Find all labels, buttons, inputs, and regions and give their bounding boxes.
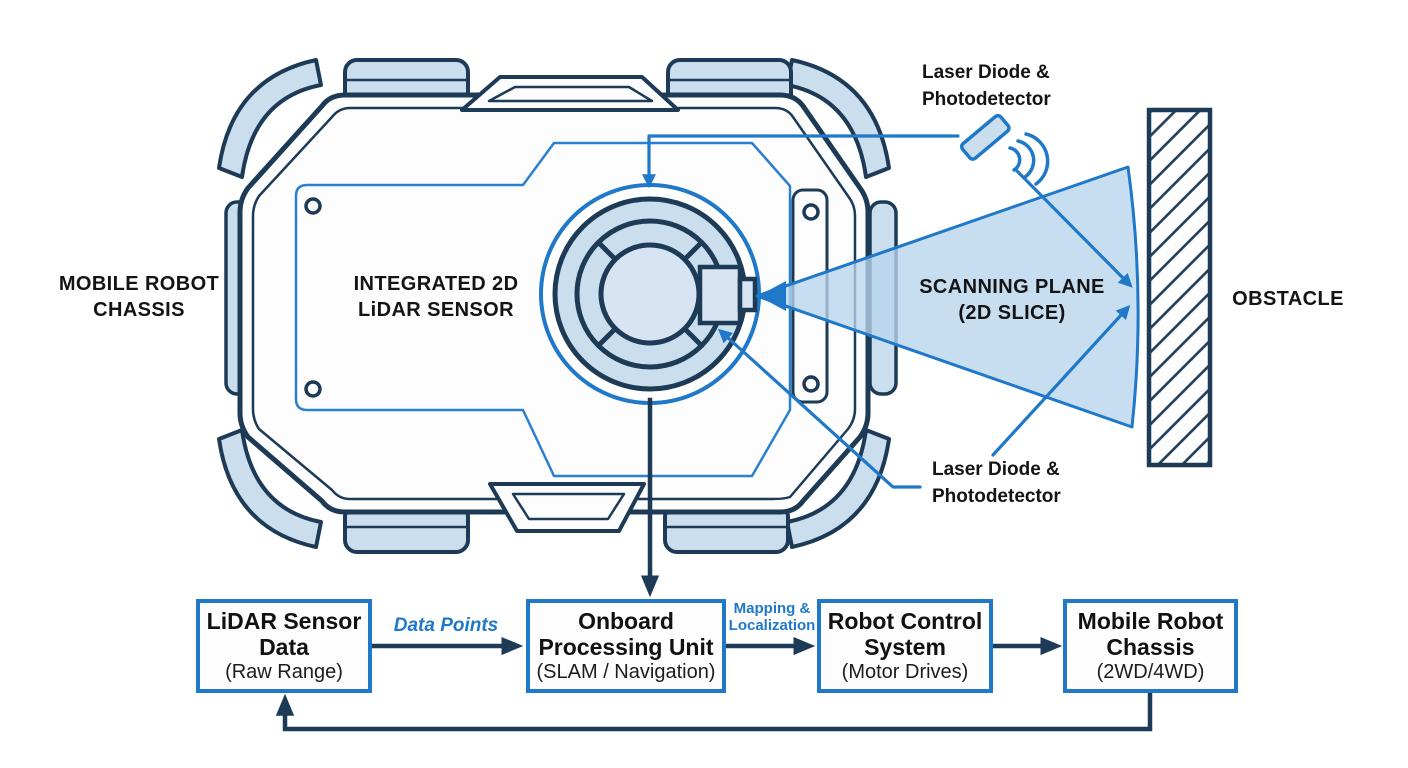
inner-panel-outline: [294, 141, 792, 478]
flow-box-title: Onboard Processing Unit: [538, 608, 713, 660]
flow-box-title-line2: Chassis: [1106, 634, 1195, 660]
obstacle-wall: [1146, 107, 1213, 468]
corner-bumper-bottom-left: [217, 428, 323, 549]
flow-box-title-line1: Onboard: [578, 608, 674, 634]
sensor-label-line1: INTEGRATED 2D: [353, 273, 519, 295]
flow-box-mobile-robot-chassis: Mobile Robot Chassis (2WD/4WD): [1063, 599, 1238, 693]
laser-module: [697, 264, 758, 326]
sensor-ring-dividers: [595, 239, 705, 349]
scanning-plane-label-line2: (2D SLICE): [958, 302, 1066, 324]
annotation-lines: [642, 134, 1133, 489]
bottom-hatch: [488, 482, 646, 533]
chassis-inner-outline: [251, 106, 857, 501]
flow-box-title: LiDAR Sensor Data: [207, 608, 362, 660]
data-points-label: Data Points: [393, 615, 499, 636]
flow-box-title: Robot Control System: [828, 608, 983, 660]
flow-box-title-line1: Robot Control: [827, 608, 983, 634]
bottom-leader-arrow: [717, 328, 922, 489]
return-beam-arrowhead: [758, 281, 786, 311]
flow-box-title-line2: Data: [259, 634, 309, 660]
laser-diode-icon: [959, 113, 1011, 161]
flow-box-title-line2: System: [864, 634, 946, 660]
laser-diode-label-top-line2: Photodetector: [922, 89, 1051, 110]
laser-diode-label-top-line1: Laser Diode &: [922, 62, 1050, 83]
laser-diode-label-bottom: Laser Diode & Photodetector: [932, 456, 1061, 510]
flow-box-title-line2: Processing Unit: [538, 634, 714, 660]
laser-diode-label-bottom-line1: Laser Diode &: [932, 459, 1060, 480]
chassis-label-line1: MOBILE ROBOT: [58, 273, 220, 295]
lidar-sensor-icon: [539, 183, 761, 405]
flow-box-subtitle: (Motor Drives): [841, 661, 969, 683]
flow-box-subtitle: (2WD/4WD): [1096, 661, 1205, 683]
sensor-label-line2: LiDAR SENSOR: [358, 299, 514, 321]
flow-lines: [275, 397, 1153, 732]
flow-box-lidar-sensor-data: LiDAR Sensor Data (Raw Range): [196, 599, 372, 693]
flow-box-subtitle: (SLAM / Navigation): [536, 661, 716, 683]
reflected-beam-arrow: [991, 304, 1131, 457]
screw-hole: [802, 375, 820, 393]
emitted-beam-arrow: [1014, 168, 1133, 288]
top-leader-arrow: [642, 134, 960, 189]
sensor-label: INTEGRATED 2D LiDAR SENSOR: [354, 271, 519, 323]
screw-hole: [304, 197, 322, 215]
chassis-label: MOBILE ROBOT CHASSIS: [59, 271, 219, 323]
top-hatch: [460, 75, 680, 112]
corner-bumper-top-right: [785, 58, 891, 179]
scanning-plane-label-line1: SCANNING PLANE: [919, 276, 1105, 298]
screw-hole: [304, 380, 322, 398]
flow-box-subtitle: (Raw Range): [225, 661, 343, 683]
mapping-localization-line2: Localization: [728, 617, 816, 634]
chassis-label-line2: CHASSIS: [93, 299, 185, 321]
flow-box-robot-control: Robot Control System (Motor Drives): [817, 599, 993, 693]
scanning-plane-label: SCANNING PLANE (2D SLICE): [919, 274, 1105, 326]
mapping-localization-line1: Mapping &: [733, 600, 811, 617]
flow-box-title: Mobile Robot Chassis: [1078, 608, 1224, 660]
feedback-loop-line: [275, 690, 1153, 732]
laser-diode-label-top: Laser Diode & Photodetector: [922, 59, 1051, 113]
flow-box-title-line1: Mobile Robot: [1077, 608, 1224, 634]
screw-hole: [802, 203, 820, 221]
signal-waves-icon: [1008, 132, 1050, 186]
sensor-core: [598, 242, 702, 346]
flow-box-title-line1: LiDAR Sensor: [206, 608, 362, 634]
scanning-wedge: [755, 165, 1140, 429]
obstacle-label: OBSTACLE: [1232, 288, 1344, 310]
corner-bumper-top-left: [217, 58, 323, 179]
mapping-localization-label: Mapping & Localization: [729, 600, 816, 634]
laser-diode-label-bottom-line2: Photodetector: [932, 486, 1061, 507]
flow-box-onboard-processing: Onboard Processing Unit (SLAM / Navigati…: [526, 599, 726, 693]
